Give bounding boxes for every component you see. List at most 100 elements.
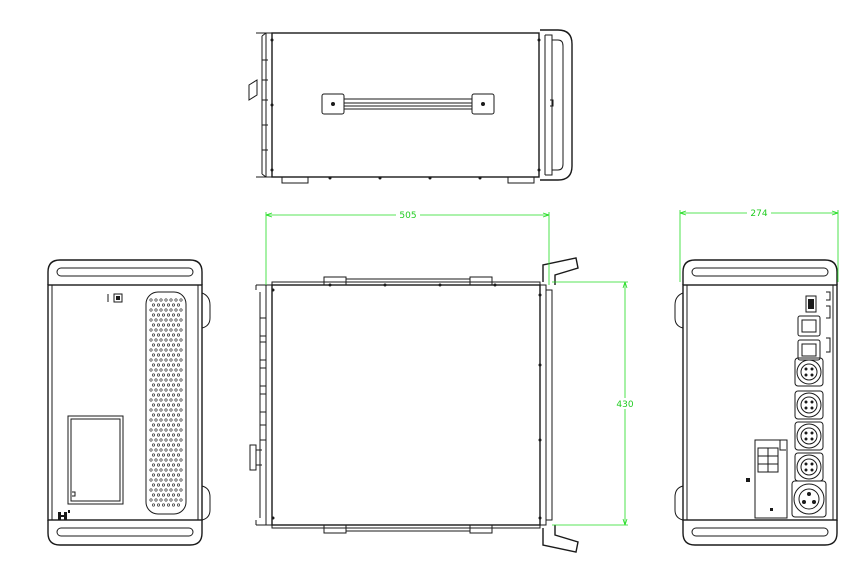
vent-hole [179,428,183,432]
vent-hole [162,403,166,407]
vent-hole [162,473,166,477]
vent-hole [162,433,166,437]
left-side-view [47,259,211,546]
vent-hole [164,318,168,322]
vent-hole [152,443,156,447]
vent-hole [157,373,161,377]
dimension-depth: 274 [679,207,839,282]
round-connector [794,390,824,420]
round-connector [794,452,824,482]
vent-hole [177,313,181,317]
vent-hole [167,363,171,367]
vent-hole [172,333,176,337]
vent-hole [169,408,173,412]
vent-hole [177,483,181,487]
vent-hole [159,438,163,442]
vent-hole [157,483,161,487]
vent-hole [174,468,178,472]
vent-hole [169,488,173,492]
vent-hole [157,413,161,417]
vent-hole [164,328,168,332]
vent-hole [177,423,181,427]
vent-hole [167,413,171,417]
vent-hole [167,483,171,487]
vent-hole [172,303,176,307]
vent-hole [159,488,163,492]
vent-hole [179,298,183,302]
vent-hole [167,403,171,407]
vent-hole [157,463,161,467]
vent-hole [159,388,163,392]
vent-hole [157,313,161,317]
vent-hole [164,408,168,412]
depth-dimension-label: 274 [750,209,767,219]
vent-hole [172,383,176,387]
vent-hole [164,358,168,362]
vent-hole [162,413,166,417]
vent-hole [172,323,176,327]
vent-hole [164,388,168,392]
vent-hole [177,373,181,377]
vent-hole [177,433,181,437]
vent-hole [177,363,181,367]
vent-hole [177,453,181,457]
vent-hole [164,468,168,472]
vent-hole [152,413,156,417]
vent-hole [152,423,156,427]
vent-hole [162,443,166,447]
vent-hole [172,503,176,507]
vent-hole [152,503,156,507]
vent-hole [162,363,166,367]
vent-hole [169,368,173,372]
vent-hole [157,493,161,497]
vent-hole [157,353,161,357]
vent-hole [162,393,166,397]
vent-hole [149,378,153,382]
vent-hole [157,363,161,367]
vent-hole [159,368,163,372]
vent-hole [169,428,173,432]
vent-hole [157,333,161,337]
vent-hole [162,383,166,387]
vent-hole [174,388,178,392]
vent-hole [167,423,171,427]
vent-hole [154,308,158,312]
vent-hole [169,338,173,342]
vent-hole [172,313,176,317]
vent-hole [172,413,176,417]
vent-hole [159,358,163,362]
vent-hole [162,493,166,497]
vent-hole [167,343,171,347]
vent-hole [172,473,176,477]
vent-hole [162,453,166,457]
vent-hole [164,498,168,502]
vent-hole [152,463,156,467]
vent-hole [164,338,168,342]
vent-hole [167,503,171,507]
vent-hole [162,343,166,347]
vent-hole [162,353,166,357]
vent-hole [164,418,168,422]
vent-hole [157,323,161,327]
vent-hole [177,443,181,447]
vent-hole [177,333,181,337]
vent-hole [154,318,158,322]
vent-hole [162,323,166,327]
vent-hole [167,323,171,327]
vent-hole [174,358,178,362]
vent-hole [174,478,178,482]
vent-hole [154,498,158,502]
vent-hole [159,328,163,332]
vent-hole [169,448,173,452]
vent-hole [159,408,163,412]
vent-hole [177,323,181,327]
vent-hole [172,433,176,437]
vent-grille [149,298,183,507]
vent-hole [154,478,158,482]
vent-hole [149,308,153,312]
vent-hole [174,408,178,412]
vent-hole [167,433,171,437]
vent-hole [174,488,178,492]
vent-hole [154,448,158,452]
vent-hole [169,438,173,442]
